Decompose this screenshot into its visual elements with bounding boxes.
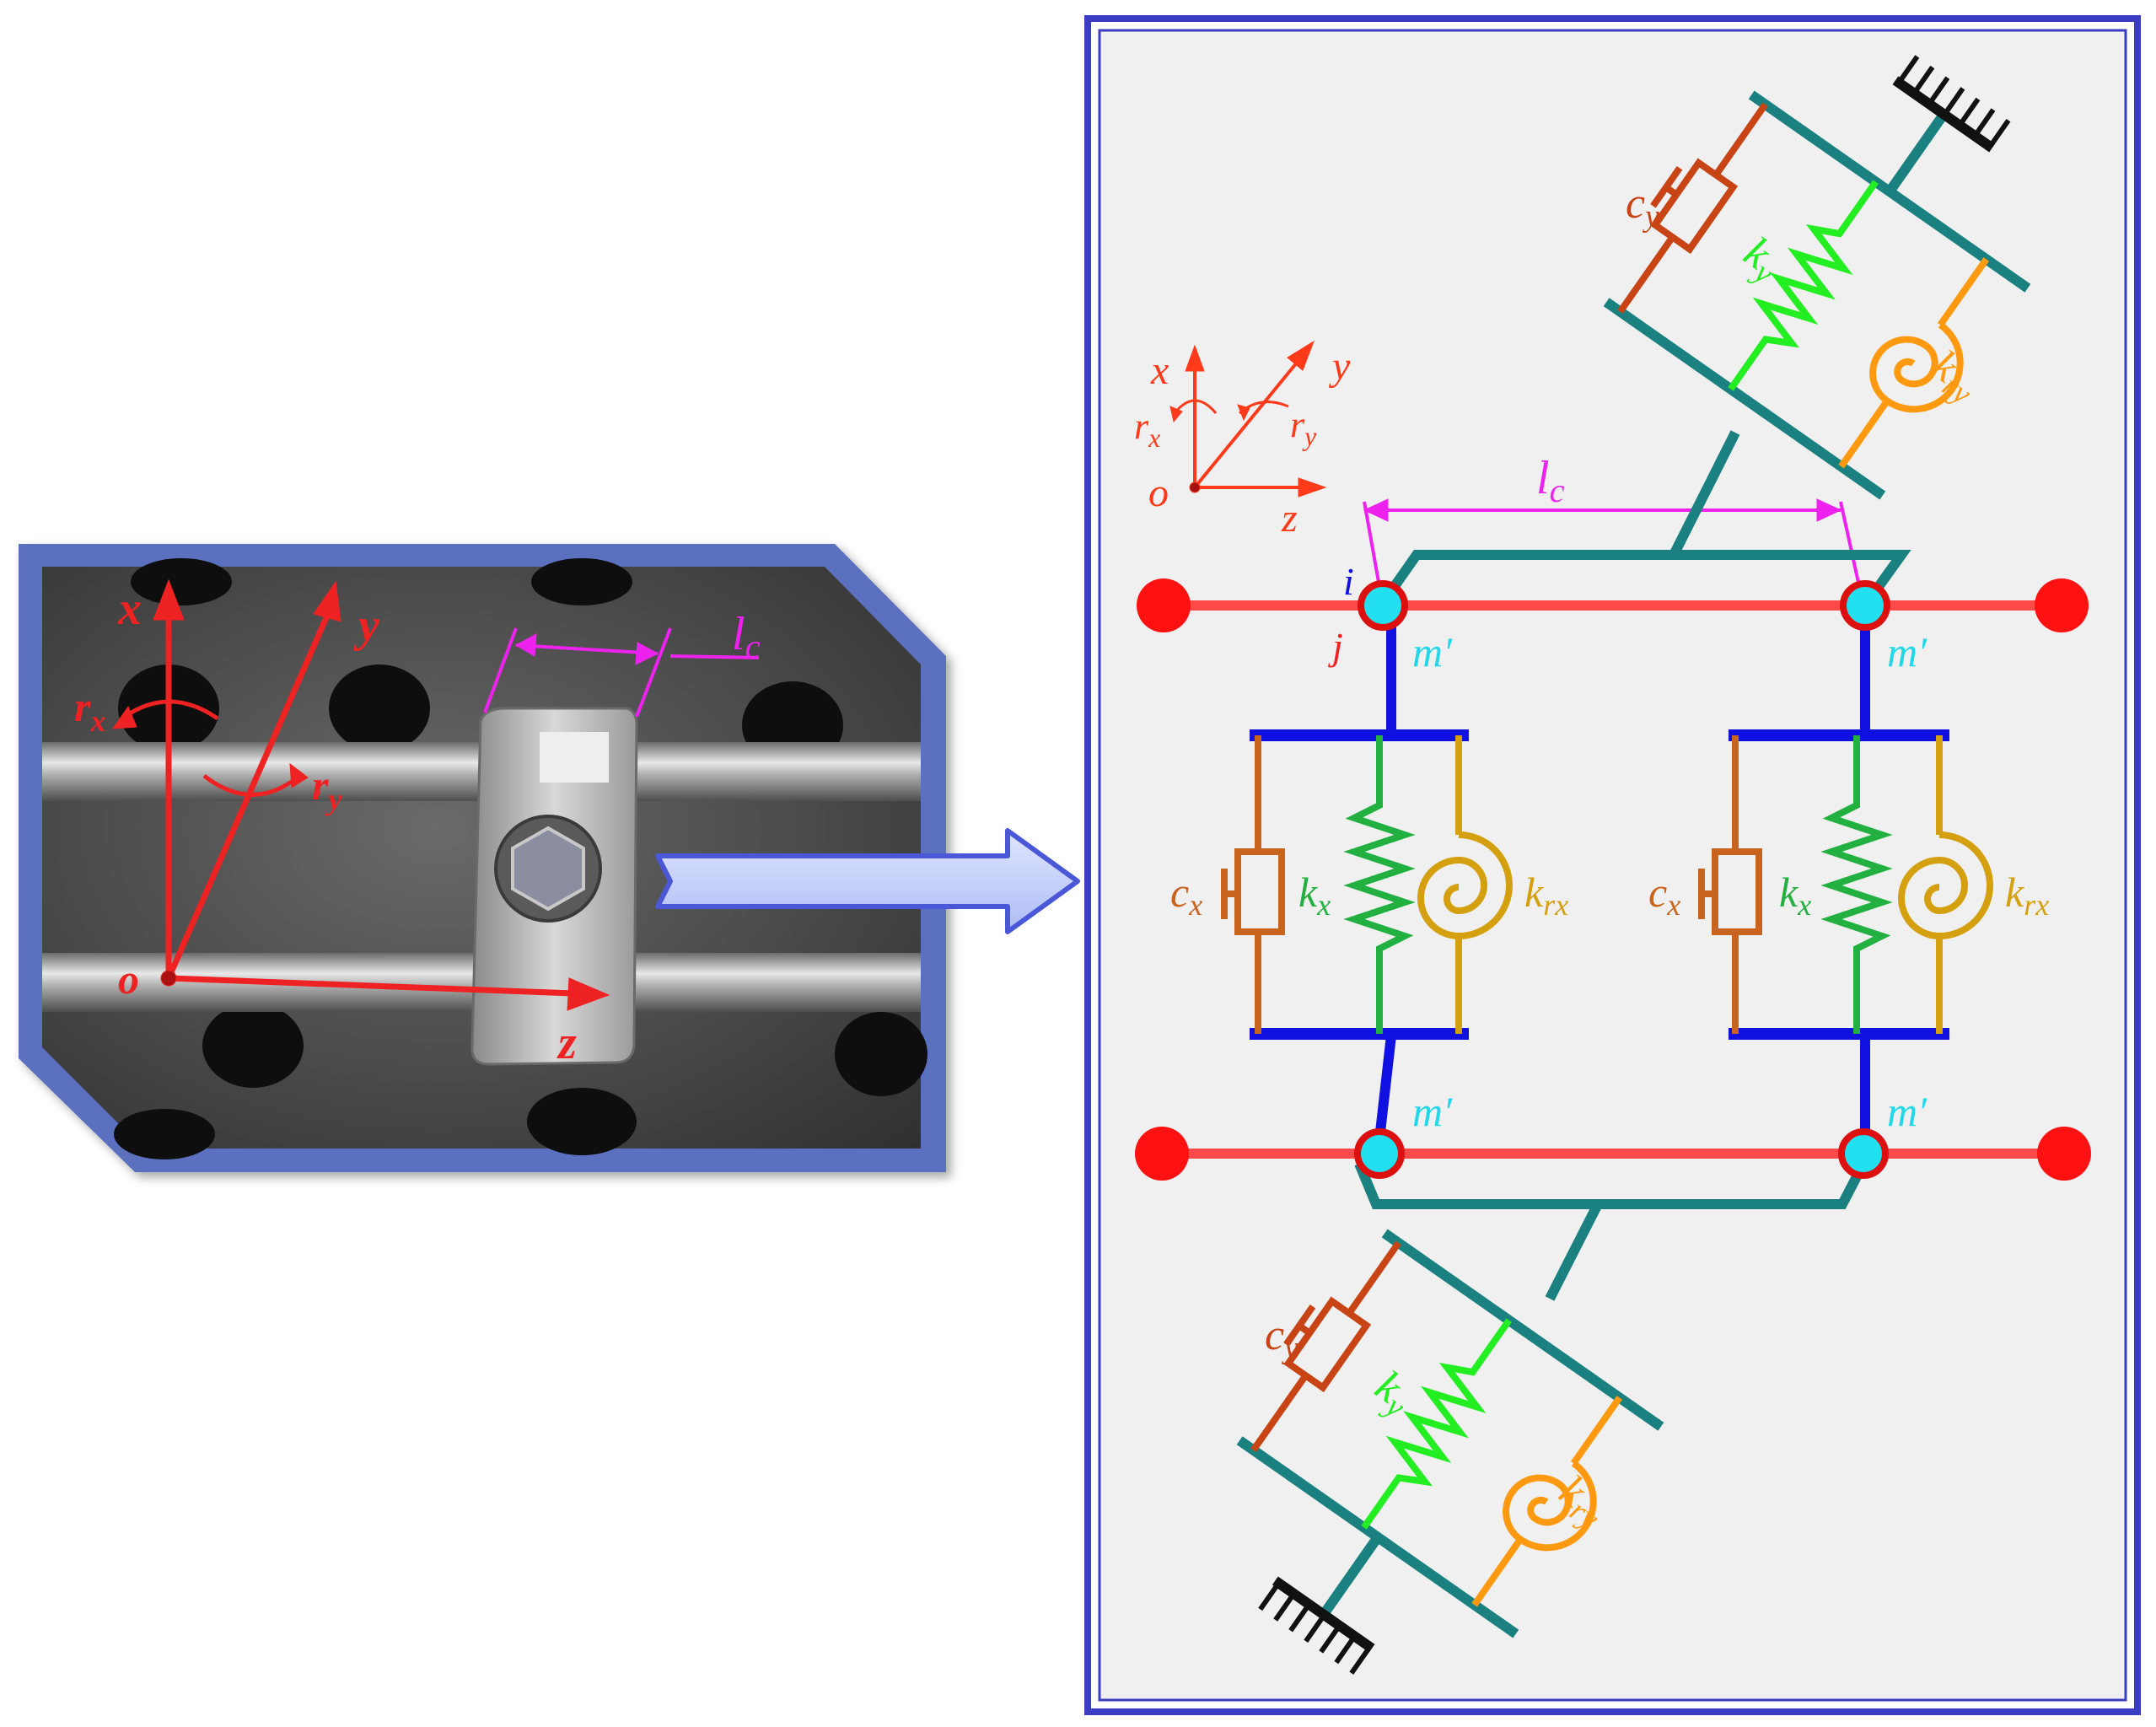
left-krx-label: krx xyxy=(1524,869,1568,922)
diagram-frame-outer xyxy=(1084,15,2141,1715)
node-j-label: j xyxy=(1328,625,1343,668)
right-krx-label: krx xyxy=(2005,869,2049,922)
lower-clamp-frame xyxy=(1354,1161,1868,1301)
upper-rail-right-node xyxy=(2035,578,2089,632)
lower-ground-anchor xyxy=(1258,1576,1375,1675)
photo-panel: x y z o rx ry lc xyxy=(19,544,946,1172)
upper-y-spring xyxy=(1728,180,1879,391)
photo-y-label: y xyxy=(353,600,380,652)
diagram-lc-label: lc xyxy=(1536,452,1565,509)
contact-nodes xyxy=(1354,580,1890,1179)
photo-x-label: x xyxy=(117,583,142,635)
mass-label-upper-left: m′ xyxy=(1412,628,1453,675)
left-cx-label: cx xyxy=(1170,869,1202,922)
mass-label-lower-right: m′ xyxy=(1887,1088,1927,1135)
photo-rx-label: rx xyxy=(74,683,105,738)
right-x-spring xyxy=(1820,735,1893,1034)
photo-origin-label: o xyxy=(118,955,139,1003)
diagram-axes xyxy=(1169,340,1327,498)
node-lower-left xyxy=(1354,1128,1405,1179)
upper-y-unit xyxy=(1603,55,2031,500)
transition-arrow xyxy=(655,828,1080,934)
lower-rail-left-node xyxy=(1135,1127,1189,1181)
upper-rail xyxy=(1137,578,2089,632)
left-x-spring xyxy=(1343,735,1416,1034)
upper-ground-anchor xyxy=(1892,55,2011,153)
upper-cy-label: cy xyxy=(1626,180,1659,234)
upper-y-torsion-spring xyxy=(1838,257,1989,469)
bolt-hex xyxy=(511,826,585,912)
right-kx-label: kx xyxy=(1779,869,1811,922)
mass-label-lower-left: m′ xyxy=(1412,1088,1453,1135)
upper-y-damper xyxy=(1617,102,1768,314)
diagram-rx-label: rx xyxy=(1134,406,1160,453)
right-x-unit xyxy=(1698,616,1993,1147)
left-x-damper xyxy=(1221,735,1285,1034)
clamp-label-tag xyxy=(540,732,609,783)
right-x-torsion-spring xyxy=(1898,735,1993,1034)
diagram-x-label: x xyxy=(1150,348,1169,393)
upper-rail-left-node xyxy=(1137,578,1191,632)
lower-rail-right-node xyxy=(2037,1127,2091,1181)
node-upper-right xyxy=(1840,580,1890,631)
node-upper-left xyxy=(1358,580,1408,631)
photo-length-marker xyxy=(483,627,760,718)
diagram-z-label: z xyxy=(1281,496,1298,541)
diagram-origin-label: o xyxy=(1148,471,1169,515)
lower-rail xyxy=(1135,1127,2091,1181)
lower-y-damper xyxy=(1250,1240,1401,1452)
lower-y-unit xyxy=(1236,1229,1664,1675)
left-kx-label: kx xyxy=(1298,869,1331,922)
right-x-damper xyxy=(1698,735,1762,1034)
photo-ry-label: ry xyxy=(312,761,342,816)
lower-cy-label: cy xyxy=(1265,1311,1298,1365)
diagram-panel: x y z o rx ry lc xyxy=(1084,15,2141,1715)
photo-axes xyxy=(111,578,610,1011)
photo-z-label: z xyxy=(556,1017,577,1069)
right-cx-label: cx xyxy=(1648,869,1680,922)
lower-y-spring xyxy=(1361,1318,1512,1530)
node-i-label: i xyxy=(1343,560,1354,603)
mass-label-upper-right: m′ xyxy=(1887,628,1927,675)
photo-lc-label: lc xyxy=(732,608,761,665)
upper-clamp-frame xyxy=(1377,430,1911,609)
node-lower-right xyxy=(1838,1128,1889,1179)
diagram-y-label: y xyxy=(1328,344,1351,389)
diagram-ry-label: ry xyxy=(1290,404,1317,451)
left-x-unit xyxy=(1221,616,1513,1148)
left-x-torsion-spring xyxy=(1417,735,1513,1034)
lower-y-torsion-spring xyxy=(1471,1396,1622,1607)
